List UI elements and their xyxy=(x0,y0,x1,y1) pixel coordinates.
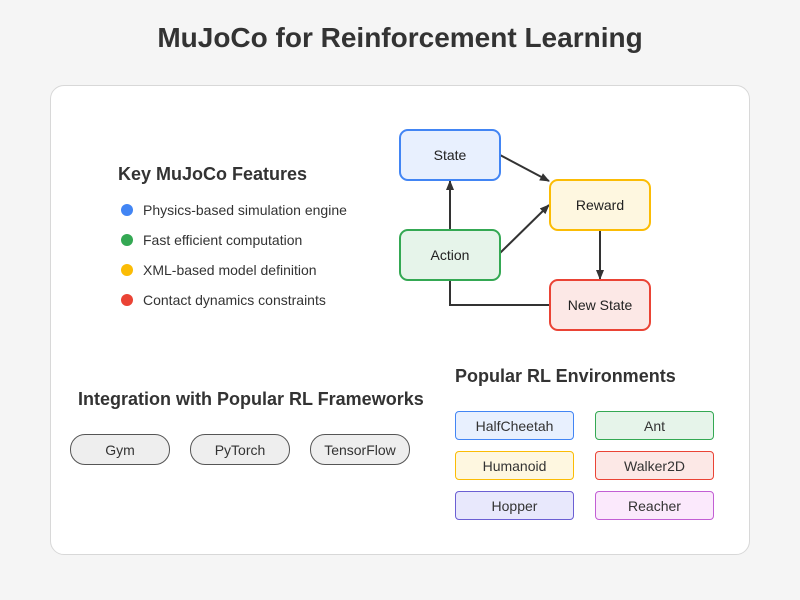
node-reward-label: Reward xyxy=(576,197,624,213)
node-reward: Reward xyxy=(549,179,651,231)
framework-tensorflow: TensorFlow xyxy=(310,434,410,465)
framework-pytorch: PyTorch xyxy=(190,434,290,465)
node-action-label: Action xyxy=(431,247,470,263)
env-halfcheetah: HalfCheetah xyxy=(455,411,574,440)
action-to-reward-arrow xyxy=(499,204,550,254)
red-dot-icon xyxy=(121,294,133,306)
green-dot-icon xyxy=(121,234,133,246)
newstate-to-state-arrow xyxy=(446,180,550,306)
env-hopper: Hopper xyxy=(455,491,574,520)
env-ant: Ant xyxy=(595,411,714,440)
blue-dot-icon xyxy=(121,204,133,216)
node-state: State xyxy=(399,129,501,181)
env-humanoid: Humanoid xyxy=(455,451,574,480)
yellow-dot-icon xyxy=(121,264,133,276)
feature-label: Physics-based simulation engine xyxy=(143,202,347,218)
feature-item: Contact dynamics constraints xyxy=(121,290,326,310)
feature-label: XML-based model definition xyxy=(143,262,317,278)
state-to-reward-arrow xyxy=(499,154,550,182)
node-new-state: New State xyxy=(549,279,651,331)
framework-gym: Gym xyxy=(70,434,170,465)
env-walker2d: Walker2D xyxy=(595,451,714,480)
node-state-label: State xyxy=(434,147,467,163)
features-heading: Key MuJoCo Features xyxy=(118,164,308,184)
environments-heading: Popular RL Environments xyxy=(455,366,676,386)
frameworks-heading: Integration with Popular RL Frameworks xyxy=(78,389,424,409)
feature-label: Fast efficient computation xyxy=(143,232,303,248)
feature-item: Physics-based simulation engine xyxy=(121,200,347,220)
env-reacher: Reacher xyxy=(595,491,714,520)
node-action: Action xyxy=(399,229,501,281)
feature-item: Fast efficient computation xyxy=(121,230,302,250)
feature-item: XML-based model definition xyxy=(121,260,317,280)
page-title: MuJoCo for Reinforcement Learning xyxy=(157,22,643,53)
node-new-state-label: New State xyxy=(568,297,633,313)
feature-label: Contact dynamics constraints xyxy=(143,292,326,308)
